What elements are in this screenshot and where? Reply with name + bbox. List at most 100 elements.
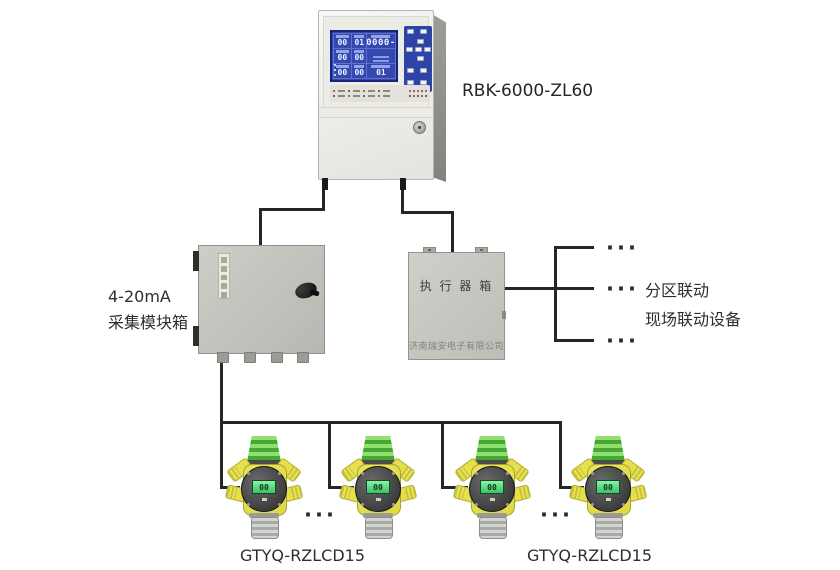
mounting-tab xyxy=(423,247,436,253)
bracket-branch-bot xyxy=(554,339,594,342)
controller-door-seam xyxy=(319,107,433,118)
keypad-button xyxy=(420,80,427,85)
actuator-box: 执 行 器 箱 济南瑞安电子有限公司 xyxy=(408,247,506,360)
detector-sensor-head xyxy=(365,517,393,539)
controller-lcd-screen: 00 01 0000- 00 00 00 00 01 xyxy=(330,30,398,82)
controller-front-bezel: 00 01 0000- 00 00 00 00 01 xyxy=(323,16,432,108)
keypad-button-down xyxy=(417,56,424,61)
actuator-box-company: 济南瑞安电子有限公司 xyxy=(409,342,505,352)
wire-controller-to-module-v1 xyxy=(322,174,325,211)
controller-side-panel xyxy=(432,14,446,182)
detector-alarm-cap xyxy=(475,436,509,462)
detector-cap-base xyxy=(245,460,283,465)
detector-button xyxy=(606,498,611,501)
keypad-button-up xyxy=(417,39,424,44)
bracket-branch-mid xyxy=(554,287,594,290)
detector-cap-base xyxy=(359,460,397,465)
detector-sensor-head xyxy=(595,517,623,539)
gas-detector-4: 00 xyxy=(568,436,648,539)
wire-actuator-to-bracket xyxy=(502,287,557,290)
controller-led-strip xyxy=(330,85,430,102)
wire-controller-to-module-h xyxy=(259,208,325,211)
lcd-value: 00 xyxy=(337,53,348,63)
collection-module-box xyxy=(193,245,325,363)
lcd-value: 00 xyxy=(337,68,348,78)
detector-sensor-head xyxy=(479,517,507,539)
wire-controller-to-actuator-v2 xyxy=(451,211,454,254)
wire-controller-to-module-v2 xyxy=(259,208,262,247)
gas-detector-3: 00 xyxy=(452,436,532,539)
detector-display: 00 xyxy=(252,480,276,494)
detector-alarm-cap xyxy=(591,436,625,462)
wire-controller-to-actuator-h xyxy=(401,211,454,214)
detector-button xyxy=(376,498,381,501)
linkage-ellipsis-mid: ··· xyxy=(606,277,639,301)
led-row xyxy=(333,95,427,98)
lcd-value: 0000- xyxy=(366,37,396,48)
controller-door-lock xyxy=(413,121,426,134)
detector-model-label-left: GTYQ-RZLCD15 xyxy=(240,546,366,565)
linkage-label: 分区联动 现场联动设备 xyxy=(645,276,741,334)
module-box-handle-knob xyxy=(293,279,319,302)
linkage-ellipsis-top: ··· xyxy=(606,236,639,260)
module-box-label-line2: 采集模块箱 xyxy=(108,313,189,332)
detector-button xyxy=(490,498,495,501)
detector-cap-base xyxy=(589,460,627,465)
detector-alarm-cap xyxy=(247,436,281,462)
controller-model-label: RBK-6000-ZL60 xyxy=(462,81,594,101)
detector-sensor-collar xyxy=(477,513,507,518)
detector-display: 00 xyxy=(596,480,620,494)
lcd-value: 01 xyxy=(354,37,365,47)
keypad-button xyxy=(420,68,427,73)
keypad-button-enter xyxy=(415,47,422,52)
keypad-button xyxy=(407,29,414,34)
module-box-label: 4-20mA 采集模块箱 xyxy=(108,284,188,336)
detector-alarm-cap xyxy=(361,436,395,462)
cable-gland xyxy=(217,352,229,363)
bracket-branch-top xyxy=(554,246,594,249)
lcd-side-icons xyxy=(333,64,336,76)
detector-model-label-right: GTYQ-RZLCD15 xyxy=(527,546,653,565)
gas-detector-1: 00 xyxy=(224,436,304,539)
wire-drop-detector3-v xyxy=(441,421,444,489)
detector-display: 00 xyxy=(480,480,504,494)
detector-ellipsis-left: ··· xyxy=(304,503,337,527)
linkage-label-line2: 现场联动设备 xyxy=(645,310,742,329)
detector-cap-base xyxy=(473,460,511,465)
detector-bezel xyxy=(585,466,631,512)
module-box-label-line1: 4-20mA xyxy=(108,287,171,306)
led-row xyxy=(333,89,427,92)
lcd-value: 00 xyxy=(354,53,365,63)
controller-cable-stub-left xyxy=(322,178,328,190)
gas-alarm-controller: 00 01 0000- 00 00 00 00 01 xyxy=(318,10,434,190)
lcd-value: 01 xyxy=(376,68,386,78)
mounting-tab xyxy=(475,247,488,253)
controller-keypad xyxy=(404,26,432,92)
lcd-value: 00 xyxy=(354,68,365,78)
linkage-label-line1: 分区联动 xyxy=(645,281,710,300)
detector-button xyxy=(262,498,267,501)
wire-controller-to-actuator-v1 xyxy=(401,174,404,214)
actuator-box-title: 执 行 器 箱 xyxy=(419,279,494,293)
cable-gland xyxy=(297,352,309,363)
cable-gland xyxy=(271,352,283,363)
wire-drop-detector2-v xyxy=(328,421,331,489)
detector-sensor-collar xyxy=(363,513,393,518)
linkage-ellipsis-bot: ··· xyxy=(606,329,639,353)
detector-display: 00 xyxy=(366,480,390,494)
module-box-label-strip xyxy=(218,253,230,299)
detector-sensor-collar xyxy=(249,513,279,518)
hinge-top xyxy=(193,251,199,271)
keypad-button-left xyxy=(406,47,413,52)
detector-ellipsis-right: ··· xyxy=(540,503,573,527)
keypad-button xyxy=(407,68,414,73)
controller-cable-stub-right xyxy=(400,178,406,190)
actuator-box-latch xyxy=(502,311,506,319)
cable-gland xyxy=(244,352,256,363)
wire-module-to-bus xyxy=(220,352,223,424)
lcd-value: 00 xyxy=(337,37,348,47)
bracket-vertical xyxy=(554,246,557,342)
wire-drop-detector4-v xyxy=(559,421,562,489)
keypad-button xyxy=(407,80,414,85)
